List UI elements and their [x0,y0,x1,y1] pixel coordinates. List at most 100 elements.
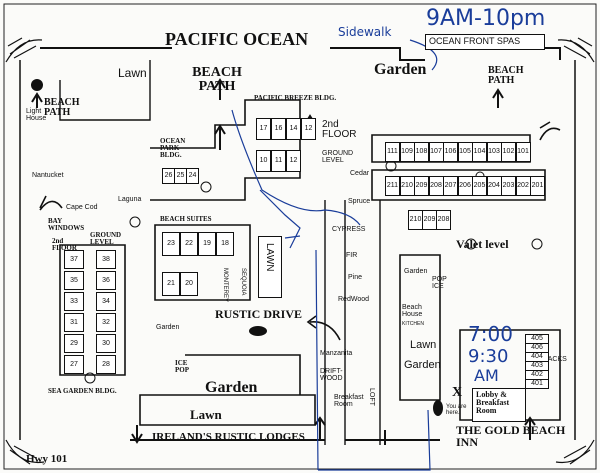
room-cell: 33 [64,292,84,311]
room-cell: 111 [385,142,400,162]
spa-box: OCEAN FRONT SPAS [425,34,545,50]
room-cell: 206 [457,176,473,196]
room-cell: 14 [286,118,301,140]
cypress-label: CYPRESS [332,226,366,233]
room-cell: 105 [457,142,473,162]
lobby-close-note: 9:30 [468,346,509,367]
room-cell: 101 [515,142,531,162]
room-cell: 401 [525,379,549,389]
garden-top-label: Garden [374,61,427,78]
room-cell: 37 [64,250,84,269]
room-cell: 34 [96,292,116,311]
cedar-label: Cedar [350,170,370,177]
sidewalk-note: Sidewalk [338,25,392,39]
room-cell: 27 [64,355,84,374]
hours-note: 9AM-10pm [426,6,546,31]
pacific-breeze-label: PACIFIC BREEZE BLDG. [254,94,337,102]
room-cell: 30 [96,334,116,353]
room-cell: 18 [216,232,234,256]
gold-beach-inn-label: THE GOLD BEACH INN [456,423,566,449]
driftwood-label: DRIFT-WOOD [320,368,343,382]
left-ground-level-label: GROUND LEVEL [90,231,122,246]
rustic-drive-label: RUSTIC DRIVE [215,307,303,321]
room-cell: 209 [422,210,437,230]
room-cell: 208 [436,210,451,230]
sea-garden-label: SEA GARDEN BLDG. [48,387,117,395]
room-cell: 107 [428,142,444,162]
you-are-here-label: You are here. [446,404,467,416]
room-cell: 207 [443,176,458,196]
room-cell: 204 [486,176,502,196]
kitchen-label: KITCHEN [402,321,424,327]
pop-ice-label: POP ICE [432,276,447,290]
room-cell: 203 [501,176,516,196]
garden-right2-label: Garden [404,359,441,371]
lighthouse-label: Light House [26,108,47,122]
fir-label: FIR [346,252,358,259]
lawn-center-box: LAWN [258,236,282,298]
room-cell: 103 [486,142,502,162]
room-cell: 28 [96,355,116,374]
room-cell: 31 [64,313,84,332]
garden-small-label: Garden [156,324,180,331]
left-2nd-floor-label: 2nd FLOOR [52,237,77,252]
sequoia-label: SEQUOIA [240,268,246,296]
lawn-top-label: Lawn [118,66,147,80]
room-cell: 36 [96,271,116,290]
room-cell: 209 [414,176,429,196]
room-cell: 201 [530,176,545,196]
room-cell: 104 [472,142,487,162]
beach-path-center: BEACH PATH [192,65,242,94]
room-cell: 17 [256,118,271,140]
handwritten-route [231,39,438,471]
breakfast-room-label: Breakfast Room [334,394,364,408]
spruce-label: Spruce [348,198,371,205]
irelands-label: IRELAND'S RUSTIC LODGES [152,431,305,443]
room-cell: 11 [271,150,286,172]
monterey-label: MONTEREY [222,268,228,303]
redwood-label: RedWood [338,296,370,303]
room-cell: 35 [64,271,84,290]
room-cell: 21 [162,272,180,296]
garden-bottom-label: Garden [205,379,258,396]
room-cell: 19 [198,232,216,256]
lobby-ampm-note: AM [474,366,499,385]
room-cell: 24 [186,168,199,184]
room-cell: 106 [443,142,458,162]
ocean-park-label: OCEAN PARK BLDG. [160,137,186,159]
laguna-label: Laguna [118,196,142,203]
lawn-bottom-label: Lawn [190,407,222,422]
second-floor-label: 2nd FLOOR [322,119,357,140]
room-cell: 32 [96,313,116,332]
snacks-label: SNACKS [538,356,567,363]
x-mark: X [452,385,463,400]
room-cell: 210 [408,210,423,230]
pine-label: Pine [348,274,363,281]
room-cell: 10 [256,150,271,172]
room-cell: 12 [286,150,301,172]
hwy-label: Hwy 101 [26,453,68,465]
room-cell: 20 [180,272,198,296]
room-cell: 22 [180,232,198,256]
spa-label: OCEAN FRONT SPAS [429,36,521,46]
room-cell: 208 [428,176,444,196]
loft-label: LOFT [368,388,375,406]
room-cell: 205 [472,176,487,196]
lobby-open-note: 7:00 [468,322,513,346]
room-cell: 16 [271,118,286,140]
lawn-center-label: LAWN [264,243,275,272]
lobby-label: Lobby & Breakfast Room [476,390,510,415]
beach-path-left: BEACH PATH [44,97,80,118]
ground-level-label: GROUND LEVEL [322,150,354,164]
cape-cod-label: Cape Cod [66,204,98,211]
room-cell: 211 [385,176,400,196]
room-cell: 38 [96,250,116,269]
room-cell: 102 [501,142,516,162]
room-cell: 29 [64,334,84,353]
beach-path-right: BEACH PATH [488,65,524,86]
room-cell: 23 [162,232,180,256]
lobby-box: Lobby & Breakfast Room [472,388,526,422]
room-cell: 108 [414,142,429,162]
shell-ornament-icon [5,37,595,465]
